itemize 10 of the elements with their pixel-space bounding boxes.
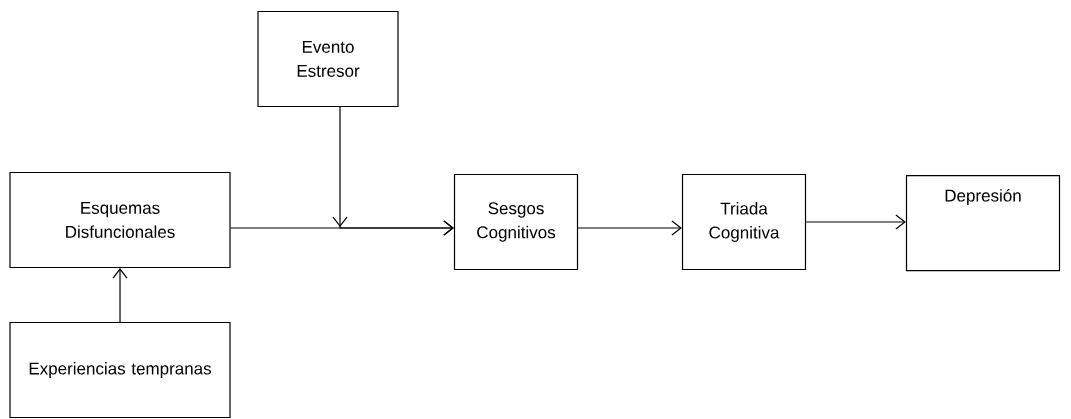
arrow	[805, 214, 906, 230]
arrow	[112, 268, 128, 323]
arrow	[230, 220, 454, 236]
arrow	[577, 220, 682, 236]
process-box: Sesgos Cognitivos	[453, 173, 579, 271]
process-box: Triada Cognitiva	[681, 173, 807, 271]
process-box: Depresión	[905, 175, 1061, 272]
process-box: Esquemas Disfuncionales	[9, 171, 231, 269]
process-box: Experiencias tempranas	[9, 321, 231, 419]
process-box: Evento Estresor	[257, 10, 399, 108]
